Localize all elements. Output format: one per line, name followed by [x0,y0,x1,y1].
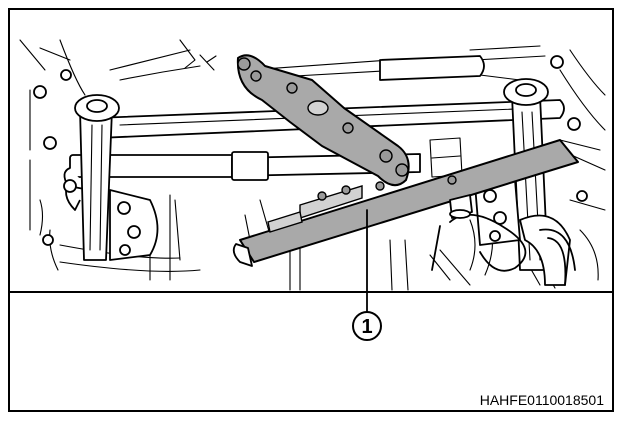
highlighted-bar [232,139,579,267]
callout-1: 1 [352,209,382,341]
callout-circle [352,311,382,341]
wire-harness [431,213,576,286]
left-bracket [109,189,159,261]
left-suspension-rod [63,94,120,261]
figure-border [8,8,614,412]
figure-code: HAHFE0110018501 [480,392,604,408]
chassis-background [19,39,606,291]
upper-link-plate [236,54,410,187]
frame-bolts [33,55,588,246]
callout-number: 1 [361,316,372,338]
